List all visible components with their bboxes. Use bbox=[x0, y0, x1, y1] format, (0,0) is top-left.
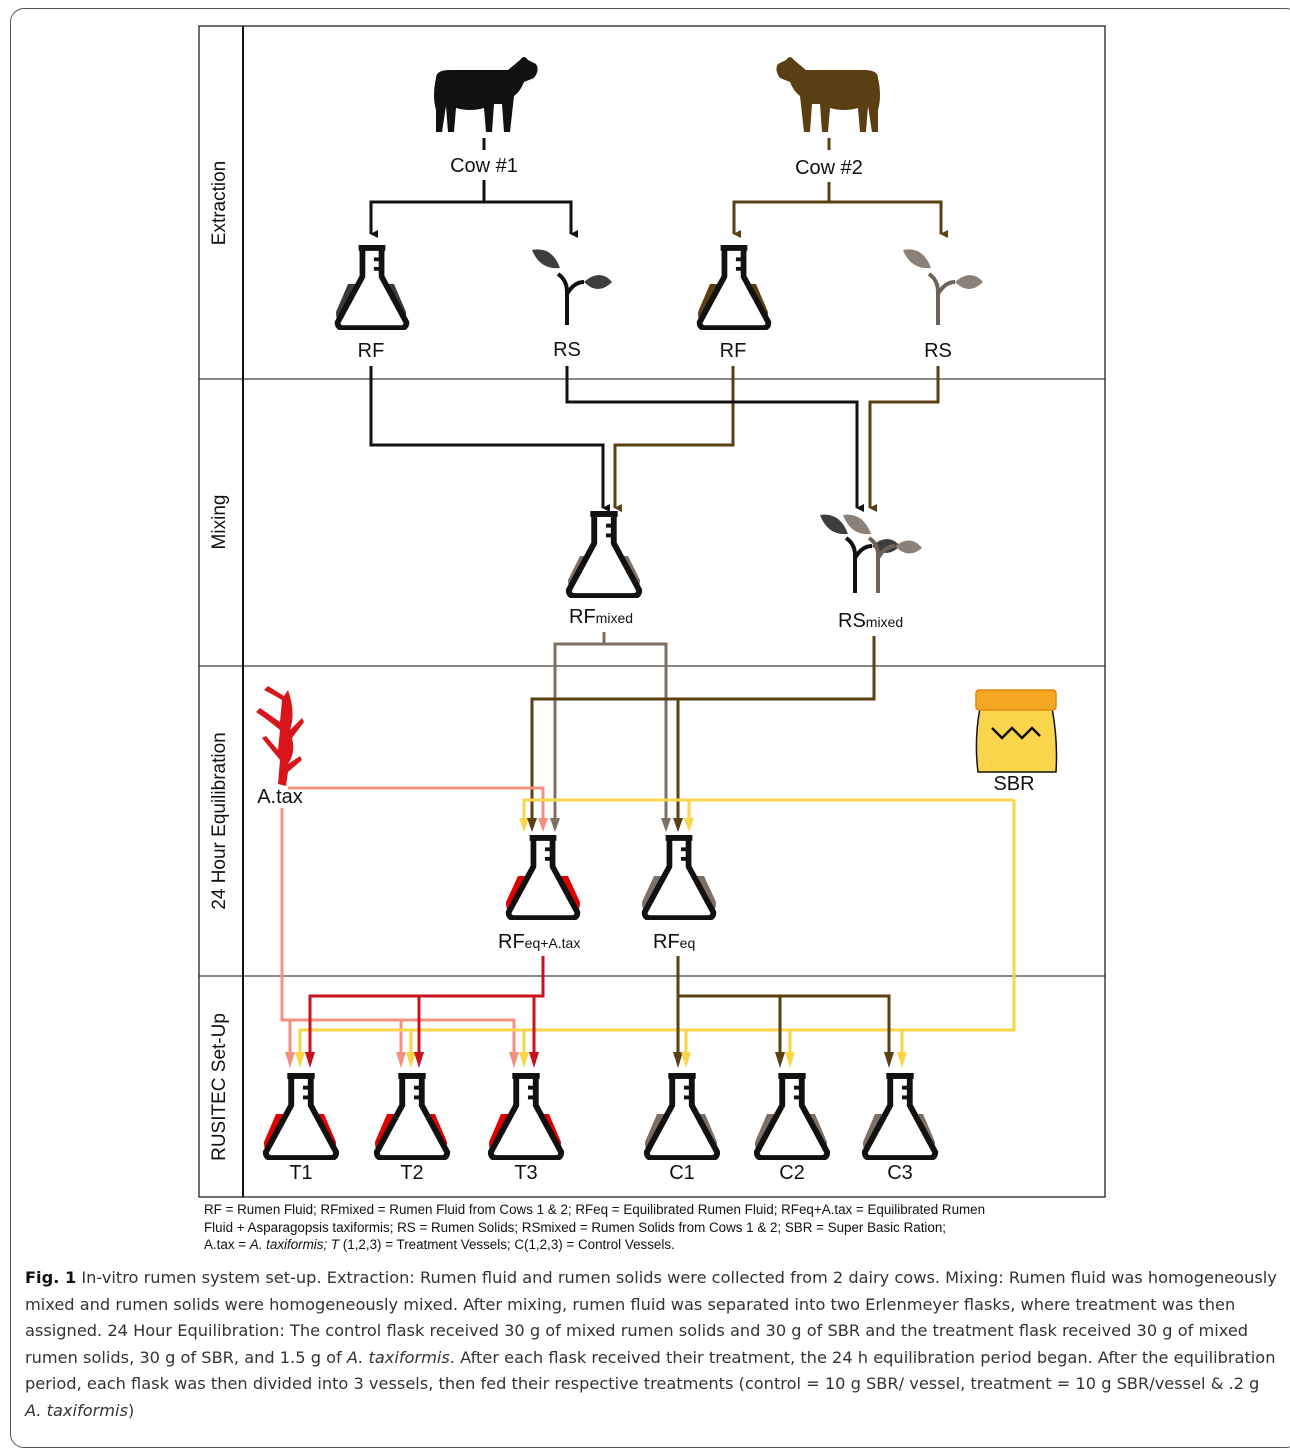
cow-brown-icon bbox=[776, 57, 880, 132]
vessel-label-c1: C1 bbox=[669, 1162, 695, 1184]
vessel-t1-icon bbox=[264, 1076, 336, 1158]
figure-number: Fig. 1 bbox=[25, 1268, 77, 1287]
sbr-label: SBR bbox=[993, 773, 1034, 795]
vessel-t3-icon bbox=[489, 1076, 561, 1158]
rf-eq-atax-label: RFeq+A.tax bbox=[498, 931, 580, 953]
plant-rs-mixed-icon bbox=[820, 514, 922, 593]
stage-label-rusitec: RUSITEC Set-Up bbox=[209, 1013, 230, 1161]
legend-line-1: RF = Rumen Fluid; RFmixed = Rumen Fluid … bbox=[204, 1202, 986, 1217]
vessel-label-t2: T2 bbox=[400, 1162, 423, 1184]
cow2-label: Cow #2 bbox=[795, 157, 863, 179]
vessel-label-t3: T3 bbox=[514, 1162, 537, 1184]
vessel-c2-icon bbox=[755, 1076, 827, 1158]
rf-mixed-label: RFmixed bbox=[569, 606, 633, 628]
stage-label-equilibration: 24 Hour Equilibration bbox=[209, 732, 230, 909]
plant-rs-cow2-icon bbox=[903, 249, 983, 325]
atax-label: A.tax bbox=[257, 786, 303, 808]
flask-rf-cow2-icon bbox=[698, 248, 768, 328]
rs-mixed-label: RSmixed bbox=[838, 610, 903, 632]
flask-rf-eq-atax-icon bbox=[506, 838, 580, 918]
cow1-label: Cow #1 bbox=[450, 155, 518, 177]
vessel-label-c3: C3 bbox=[887, 1162, 913, 1184]
rf-cow1-label: RF bbox=[358, 340, 385, 362]
flask-rf-eq-icon bbox=[642, 838, 716, 918]
figure-caption: Fig. 1 In-vitro rumen system set-up. Ext… bbox=[25, 1268, 1277, 1420]
rs-cow1-label: RS bbox=[553, 339, 581, 361]
rs-cow2-label: RS bbox=[924, 340, 952, 362]
cow-black-icon bbox=[434, 57, 538, 132]
sbr-bag-icon bbox=[975, 689, 1058, 773]
diagram-legend: RF = Rumen Fluid; RFmixed = Rumen Fluid … bbox=[204, 1201, 1104, 1254]
vessel-t2-icon bbox=[375, 1076, 447, 1158]
flask-rf-cow1-icon bbox=[336, 248, 406, 328]
setup-diagram: Extraction Mixing 24 Hour Equilibration … bbox=[198, 25, 1106, 1198]
vessel-c1-icon bbox=[645, 1076, 717, 1158]
vessel-label-t1: T1 bbox=[289, 1162, 312, 1184]
rf-eq-label: RFeq bbox=[653, 931, 695, 953]
legend-line-2: Fluid + Asparagopsis taxiformis; RS = Ru… bbox=[204, 1219, 947, 1235]
plant-rs-cow1-icon bbox=[532, 249, 612, 325]
vessel-c3-icon bbox=[863, 1076, 935, 1158]
stage-label-extraction: Extraction bbox=[209, 161, 230, 245]
flask-rf-mixed-icon bbox=[568, 514, 640, 596]
stage-label-mixing: Mixing bbox=[209, 495, 230, 550]
rf-cow2-label: RF bbox=[720, 340, 747, 362]
legend-line-3: A.tax = A. taxiformis; T (1,2,3) = Treat… bbox=[204, 1237, 675, 1252]
vessel-label-c2: C2 bbox=[779, 1162, 805, 1184]
seaweed-atax-icon bbox=[256, 686, 304, 786]
